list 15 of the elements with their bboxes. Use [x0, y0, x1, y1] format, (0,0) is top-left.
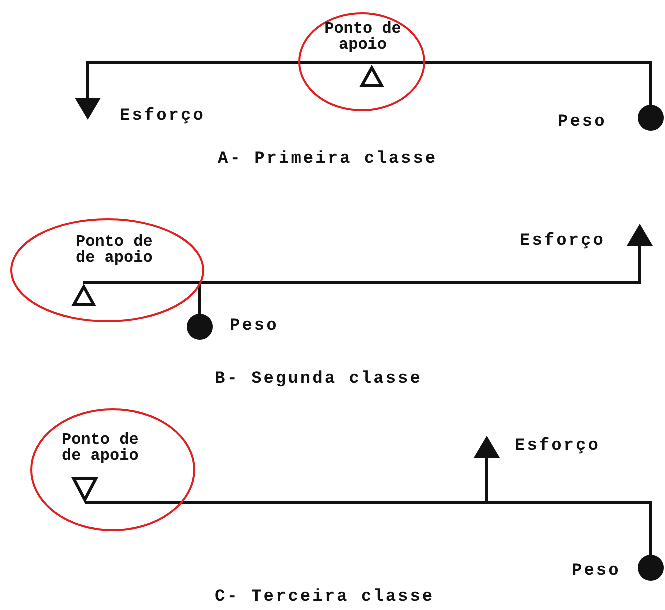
force-label: Esforço — [520, 232, 606, 251]
highlight-ellipse — [298, 12, 426, 112]
force-label: Esforço — [515, 437, 600, 456]
highlight-ellipse — [30, 408, 196, 532]
lever-class-caption: C- Terceira classe — [215, 588, 435, 607]
load-label: Peso — [558, 113, 607, 132]
highlight-ellipse — [10, 218, 205, 323]
force-label: Esforço — [120, 107, 206, 126]
fulcrum-label: Ponto de de apoio — [76, 234, 154, 266]
load-label: Peso — [572, 562, 621, 581]
lever-class-caption: A- Primeira classe — [218, 150, 438, 169]
fulcrum-label: Ponto de apoio — [324, 21, 402, 53]
load-label: Peso — [230, 317, 279, 336]
fulcrum-label: Ponto de de apoio — [62, 432, 140, 464]
lever-class-caption: B- Segunda classe — [215, 370, 422, 389]
